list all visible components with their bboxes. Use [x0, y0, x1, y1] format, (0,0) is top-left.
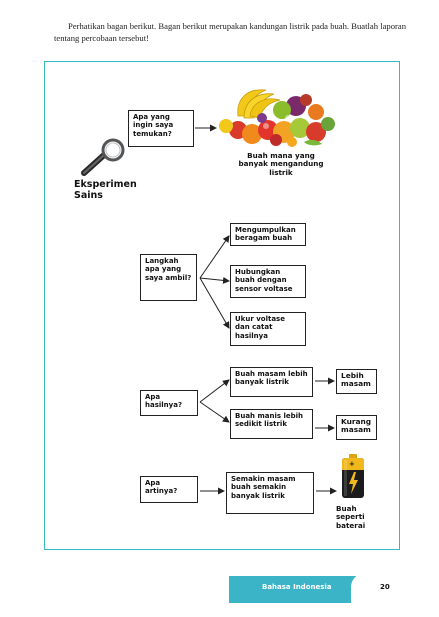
result-text-2: Buah manis lebih sedikit listrik — [235, 412, 304, 429]
battery-caption: Buah seperti baterai — [336, 504, 366, 530]
step-text-3: Ukur voltase dan catat hasilnya — [235, 315, 285, 340]
results-question-text: Apa hasilnya? — [145, 393, 183, 410]
page-number-tab — [351, 573, 439, 617]
arrow-result-1 — [199, 379, 230, 403]
arrow-step-2 — [199, 276, 230, 284]
footer-book-title: Bahasa Indonesia — [262, 583, 332, 591]
step-text-1: Mengumpulkan beragam buah — [235, 226, 296, 243]
meaning-question-box: Apa artinya? — [140, 476, 198, 503]
question-box-text: Apa yang ingin saya temukan? — [133, 113, 174, 138]
arrow-step-1 — [199, 235, 230, 279]
magnifying-glass-icon — [81, 138, 125, 176]
step-box-3: Ukur voltase dan catat hasilnya — [230, 312, 306, 346]
results-question-box: Apa hasilnya? — [140, 390, 198, 416]
step-text-2: Hubungkan buah dengan sensor voltase — [235, 268, 293, 293]
experiment-label: Eksperimen Sains — [74, 179, 137, 201]
steps-question-box: Langkah apa yang saya ambil? — [140, 254, 197, 301]
conclusion-text: Semakin masam buah semakin banyak listri… — [231, 475, 296, 500]
meaning-question-text: Apa artinya? — [145, 479, 178, 496]
diagram-panel — [44, 61, 400, 550]
steps-question-text: Langkah apa yang saya ambil? — [145, 257, 192, 282]
outcome-text-2: Kurang masam — [341, 417, 372, 435]
outcome-box-2: Kurang masam — [336, 415, 377, 440]
step-box-1: Mengumpulkan beragam buah — [230, 223, 306, 246]
result-text-1: Buah masam lebih banyak listrik — [235, 370, 308, 387]
arrow-step-3 — [199, 277, 230, 329]
intro-paragraph: Perhatikan bagan berikut. Bagan berikut … — [54, 20, 406, 44]
result-box-1: Buah masam lebih banyak listrik — [230, 367, 313, 397]
intro-text: Perhatikan bagan berikut. Bagan berikut … — [54, 21, 406, 43]
battery-icon — [342, 454, 364, 498]
result-box-2: Buah manis lebih sedikit listrik — [230, 409, 313, 439]
battery-plus-sign: + — [349, 460, 355, 468]
conclusion-box: Semakin masam buah semakin banyak listri… — [226, 472, 314, 514]
page-number: 20 — [380, 583, 390, 591]
outcome-box-1: Lebih masam — [336, 369, 377, 394]
fruit-basket-image — [219, 89, 335, 147]
step-box-2: Hubungkan buah dengan sensor voltase — [230, 265, 306, 298]
fruit-caption: Buah mana yang banyak mengandung listrik — [238, 151, 324, 177]
outcome-text-1: Lebih masam — [341, 371, 371, 389]
question-box: Apa yang ingin saya temukan? — [128, 110, 194, 147]
arrow-result-2 — [199, 401, 230, 423]
